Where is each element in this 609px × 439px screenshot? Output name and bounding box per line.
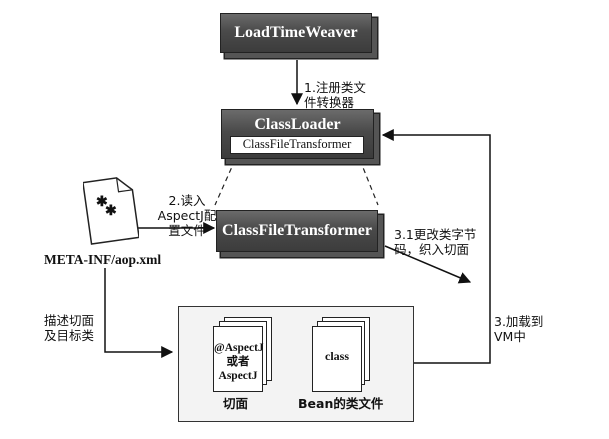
class-loader-node: ClassLoader ClassFileTransformer bbox=[221, 109, 374, 159]
class-file-transformer-label: ClassFileTransformer bbox=[222, 222, 372, 239]
class-doc: class bbox=[312, 326, 362, 392]
read-config-label: 2.读入 AspectJ配 置文件 bbox=[157, 193, 217, 238]
aspect-caption: 切面 bbox=[223, 396, 249, 411]
register-label: 1.注册类文 件转换器 bbox=[304, 80, 366, 110]
edge-modify-bytes bbox=[384, 245, 472, 284]
edge-load-vm bbox=[381, 129, 491, 364]
xml-file-glyph-2: ✱ bbox=[105, 204, 117, 219]
describe-label: 描述切面 及目标类 bbox=[44, 313, 95, 343]
load-vm-label: 3.加载到 VM中 bbox=[494, 314, 544, 344]
load-time-weaver-label: LoadTimeWeaver bbox=[234, 24, 358, 41]
edge-describe bbox=[104, 268, 174, 358]
modify-bytes-label: 3.1更改类字节 码，织入切面 bbox=[394, 227, 477, 257]
dashed-link-right bbox=[359, 159, 379, 206]
meta-inf-file-label: META-INF/aop.xml bbox=[44, 252, 162, 267]
xml-file-icon bbox=[83, 177, 139, 245]
aspect-doc: @AspectJ 或者 AspectJ bbox=[213, 326, 264, 392]
load-time-weaver-node: LoadTimeWeaver bbox=[220, 13, 372, 53]
class-loader-label: ClassLoader bbox=[254, 116, 341, 133]
class-file-transformer-node: ClassFileTransformer bbox=[216, 210, 378, 252]
class-caption: Bean的类文件 bbox=[298, 396, 384, 411]
class-loader-inner-transformer: ClassFileTransformer bbox=[230, 136, 364, 154]
class-doc-text: class bbox=[325, 349, 349, 363]
aspect-doc-text: @AspectJ 或者 AspectJ bbox=[214, 342, 264, 382]
xml-file-glyph: ✱ bbox=[96, 195, 108, 210]
